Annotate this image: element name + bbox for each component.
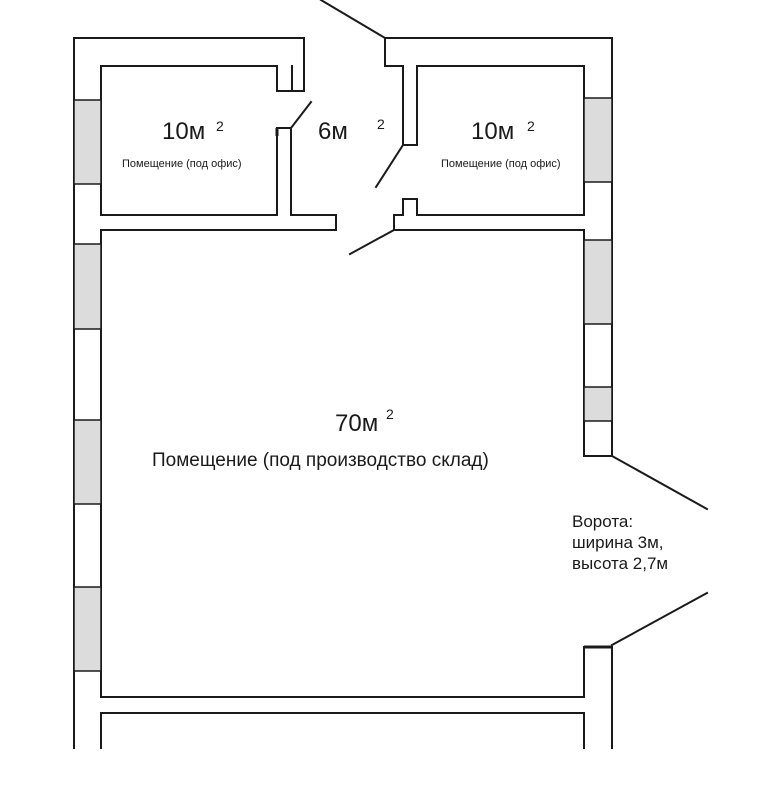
window-left-2 bbox=[73, 243, 102, 330]
office-left-area-sup: 2 bbox=[216, 118, 224, 134]
window-right-2 bbox=[583, 239, 613, 325]
window-left-4 bbox=[73, 586, 102, 672]
gate-leaf-bottom bbox=[610, 591, 709, 647]
office-left-desc: Помещение (под офис) bbox=[122, 158, 242, 170]
door-office-left bbox=[289, 100, 313, 130]
gate-label: Ворота: ширина 3м, высота 2,7м bbox=[572, 511, 668, 574]
gate-label-line2: ширина 3м, bbox=[572, 533, 664, 552]
main-room-area: 70м bbox=[335, 410, 379, 437]
gate-leaf-top bbox=[610, 454, 709, 511]
windows bbox=[73, 97, 613, 672]
window-left-3 bbox=[73, 419, 102, 505]
window-right-3 bbox=[583, 386, 613, 422]
office-right-desc: Помещение (под офис) bbox=[441, 158, 561, 170]
jambs bbox=[275, 128, 612, 649]
hall-area: 6м bbox=[318, 118, 348, 145]
window-right-1 bbox=[583, 97, 613, 183]
gate-label-line1: Ворота: bbox=[572, 512, 634, 531]
main-room-desc: Помещение (под производство склад) bbox=[152, 450, 489, 471]
main-room-area-sup: 2 bbox=[386, 406, 394, 422]
office-right-area-sup: 2 bbox=[527, 118, 535, 134]
window-left-1 bbox=[73, 99, 102, 185]
door-office-right bbox=[374, 143, 405, 189]
gate-label-line3: высота 2,7м bbox=[572, 554, 669, 573]
hall-area-sup: 2 bbox=[377, 116, 385, 132]
office-right-area: 10м bbox=[471, 118, 515, 145]
door-entrance bbox=[319, 0, 387, 40]
office-left-area: 10м bbox=[162, 118, 206, 145]
door-main-room bbox=[348, 228, 396, 256]
